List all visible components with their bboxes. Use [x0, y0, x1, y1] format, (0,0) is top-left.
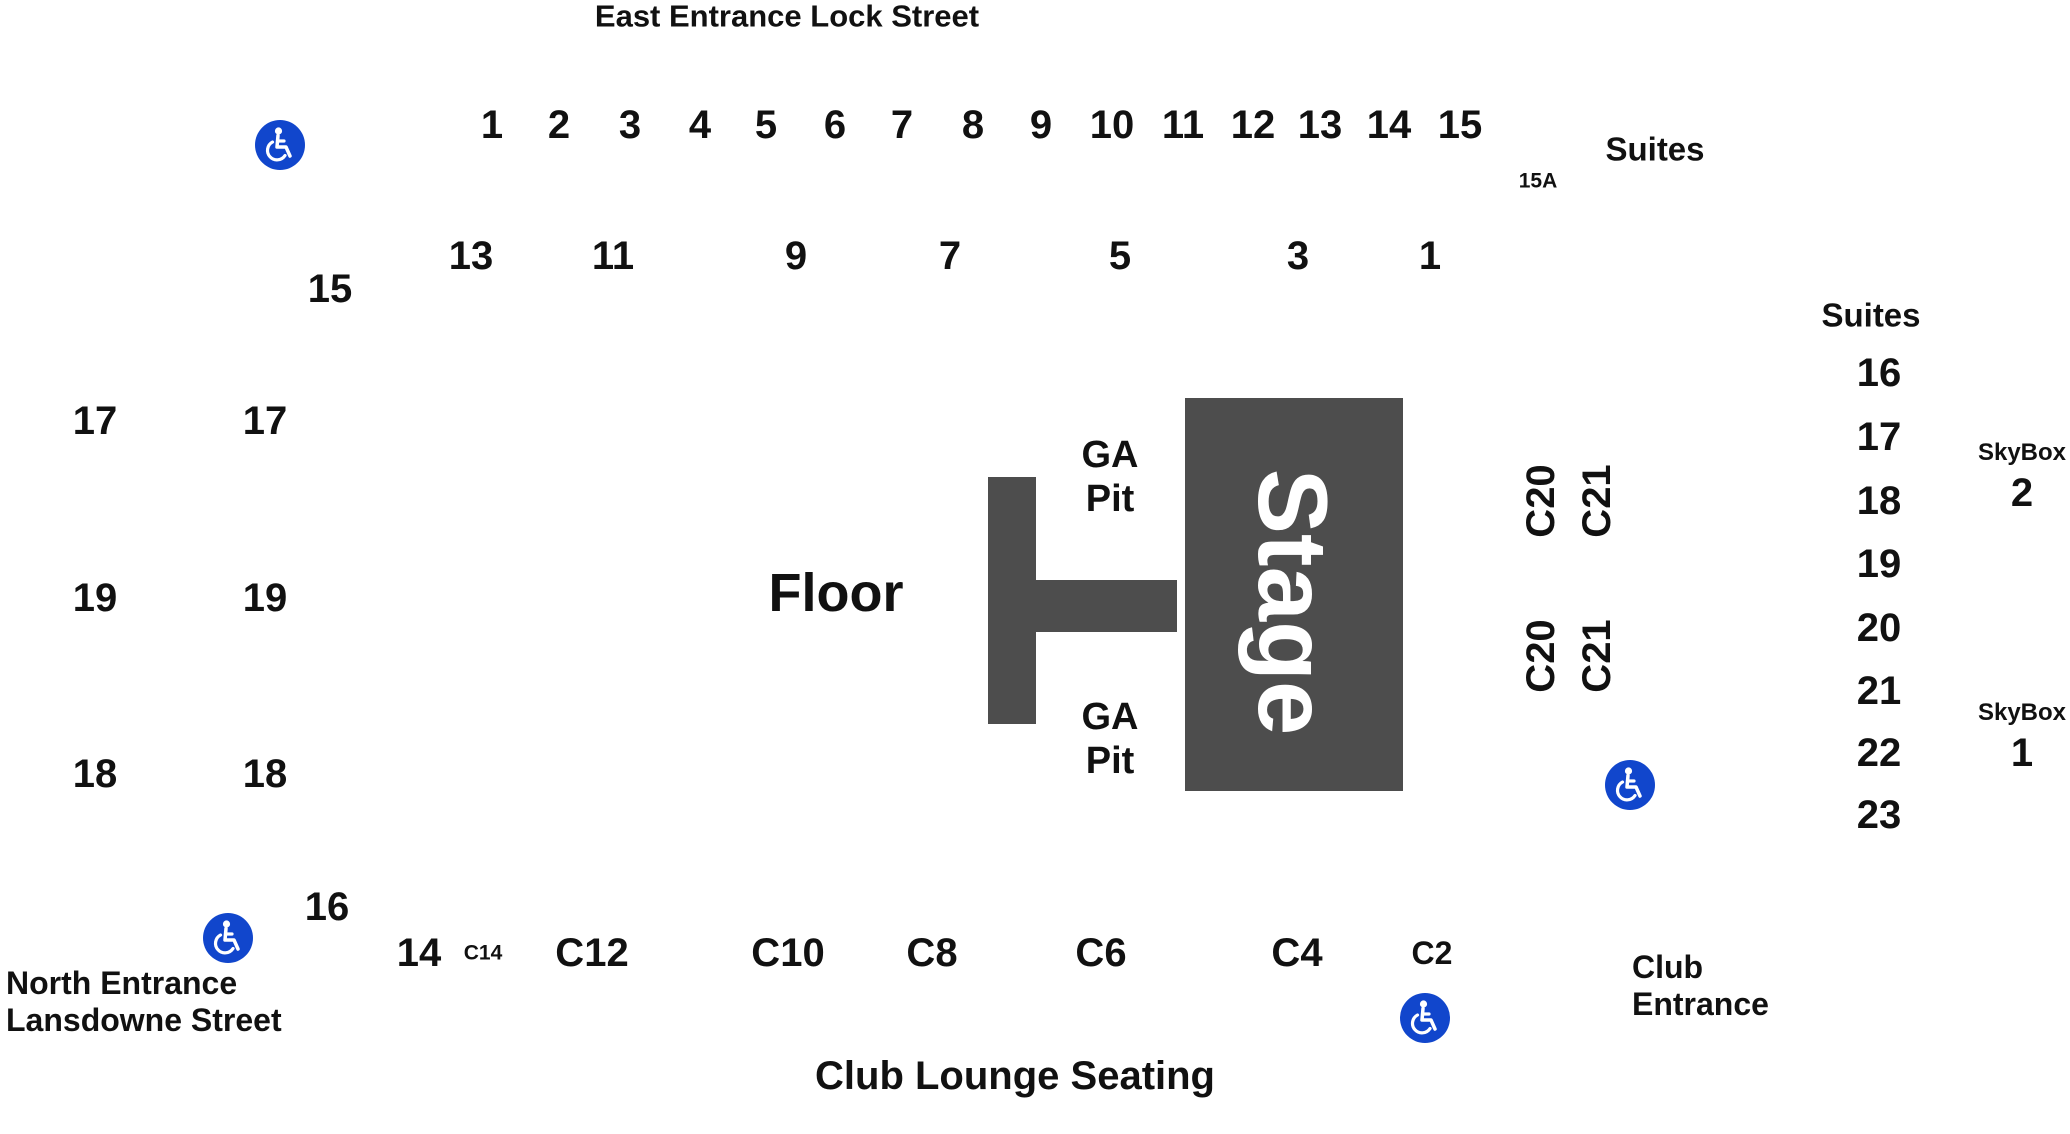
- section-bottom[interactable]: C10: [751, 931, 825, 975]
- section-upper[interactable]: 3: [618, 103, 642, 147]
- section-bottom[interactable]: C8: [906, 931, 958, 975]
- ga-pit-top-line1[interactable]: GA: [1081, 434, 1139, 476]
- section-left-inner[interactable]: 18: [242, 752, 288, 796]
- t-runway: [1032, 580, 1177, 632]
- section-lower[interactable]: 5: [1108, 234, 1132, 278]
- club-entrance-label-line2: Entrance: [1632, 986, 1769, 1022]
- section-upper[interactable]: 6: [823, 103, 847, 147]
- section-lower[interactable]: 11: [591, 234, 635, 278]
- ga-pit-bottom-line2[interactable]: Pit: [1085, 740, 1135, 782]
- suite-section[interactable]: 20: [1856, 606, 1902, 650]
- skybox-1-label[interactable]: SkyBox: [1977, 699, 2067, 726]
- wheelchair-icon: [255, 120, 305, 170]
- section-upper[interactable]: 2: [547, 103, 571, 147]
- suites-top-label: Suites: [1605, 130, 1705, 168]
- section-left-inner[interactable]: 17: [242, 399, 288, 443]
- section-upper[interactable]: 9: [1029, 103, 1053, 147]
- wheelchair-icon: [1400, 993, 1450, 1043]
- suite-section[interactable]: 18: [1856, 479, 1902, 523]
- section-15a[interactable]: 15A: [1518, 169, 1558, 193]
- club-entrance-label-line1: Club: [1632, 949, 1704, 985]
- stage-block[interactable]: [1185, 398, 1403, 791]
- section-right-c[interactable]: C21: [1575, 464, 1619, 538]
- section-bottom[interactable]: C4: [1271, 931, 1323, 975]
- floor-label[interactable]: Floor: [768, 563, 904, 623]
- skybox-1-number[interactable]: 1: [2010, 731, 2034, 775]
- section-left-corner-15[interactable]: 15: [307, 267, 353, 311]
- suite-section[interactable]: 21: [1856, 669, 1902, 713]
- section-upper[interactable]: 13: [1297, 103, 1343, 147]
- section-upper[interactable]: 4: [688, 103, 712, 147]
- wheelchair-icon: [1605, 760, 1655, 810]
- section-left-outer[interactable]: 19: [72, 576, 118, 620]
- section-bottom[interactable]: C6: [1075, 931, 1127, 975]
- suite-section[interactable]: 17: [1856, 415, 1902, 459]
- section-lower[interactable]: 9: [784, 234, 808, 278]
- section-bottom[interactable]: 14: [396, 931, 442, 975]
- section-upper[interactable]: 14: [1366, 103, 1412, 147]
- section-right-c[interactable]: C20: [1519, 464, 1563, 538]
- section-upper[interactable]: 7: [890, 103, 914, 147]
- ga-pit-top-line2[interactable]: Pit: [1085, 478, 1135, 520]
- section-bottom[interactable]: C2: [1411, 935, 1453, 971]
- section-bottom[interactable]: C12: [555, 931, 629, 975]
- section-lower[interactable]: 13: [448, 234, 494, 278]
- section-upper[interactable]: 8: [961, 103, 985, 147]
- suite-section[interactable]: 19: [1856, 542, 1902, 586]
- section-upper[interactable]: 5: [754, 103, 778, 147]
- section-bottom[interactable]: C14: [463, 941, 503, 965]
- skybox-2-label[interactable]: SkyBox: [1977, 439, 2067, 466]
- section-right-c[interactable]: C20: [1519, 619, 1563, 693]
- stage-label: Stage: [1238, 469, 1348, 736]
- section-lower[interactable]: 3: [1286, 234, 1310, 278]
- section-left-inner[interactable]: 19: [242, 576, 288, 620]
- club-lounge-label: Club Lounge Seating: [815, 1054, 1215, 1098]
- ga-pit-bottom-line1[interactable]: GA: [1081, 696, 1139, 738]
- section-right-c[interactable]: C21: [1575, 619, 1619, 693]
- section-lower[interactable]: 7: [938, 234, 962, 278]
- wheelchair-icon: [203, 913, 253, 963]
- section-upper[interactable]: 11: [1161, 103, 1205, 147]
- suites-right-label: Suites: [1821, 296, 1921, 334]
- section-lower[interactable]: 1: [1418, 234, 1442, 278]
- t-stem-vertical: [988, 477, 1036, 724]
- section-left-outer[interactable]: 18: [72, 752, 118, 796]
- north-entrance-label-line2: Lansdowne Street: [6, 1002, 282, 1038]
- north-entrance-label-line1: North Entrance: [6, 965, 238, 1001]
- section-upper[interactable]: 10: [1089, 103, 1135, 147]
- section-upper[interactable]: 12: [1230, 103, 1276, 147]
- suite-section[interactable]: 23: [1856, 793, 1902, 837]
- suite-section[interactable]: 16: [1856, 351, 1902, 395]
- section-upper[interactable]: 1: [480, 103, 504, 147]
- section-upper[interactable]: 15: [1437, 103, 1483, 147]
- east-entrance-label: East Entrance Lock Street: [594, 0, 980, 34]
- suite-section[interactable]: 22: [1856, 731, 1902, 775]
- section-left-outer[interactable]: 17: [72, 399, 118, 443]
- section-left-corner-16[interactable]: 16: [304, 885, 350, 929]
- skybox-2-number[interactable]: 2: [2010, 471, 2034, 515]
